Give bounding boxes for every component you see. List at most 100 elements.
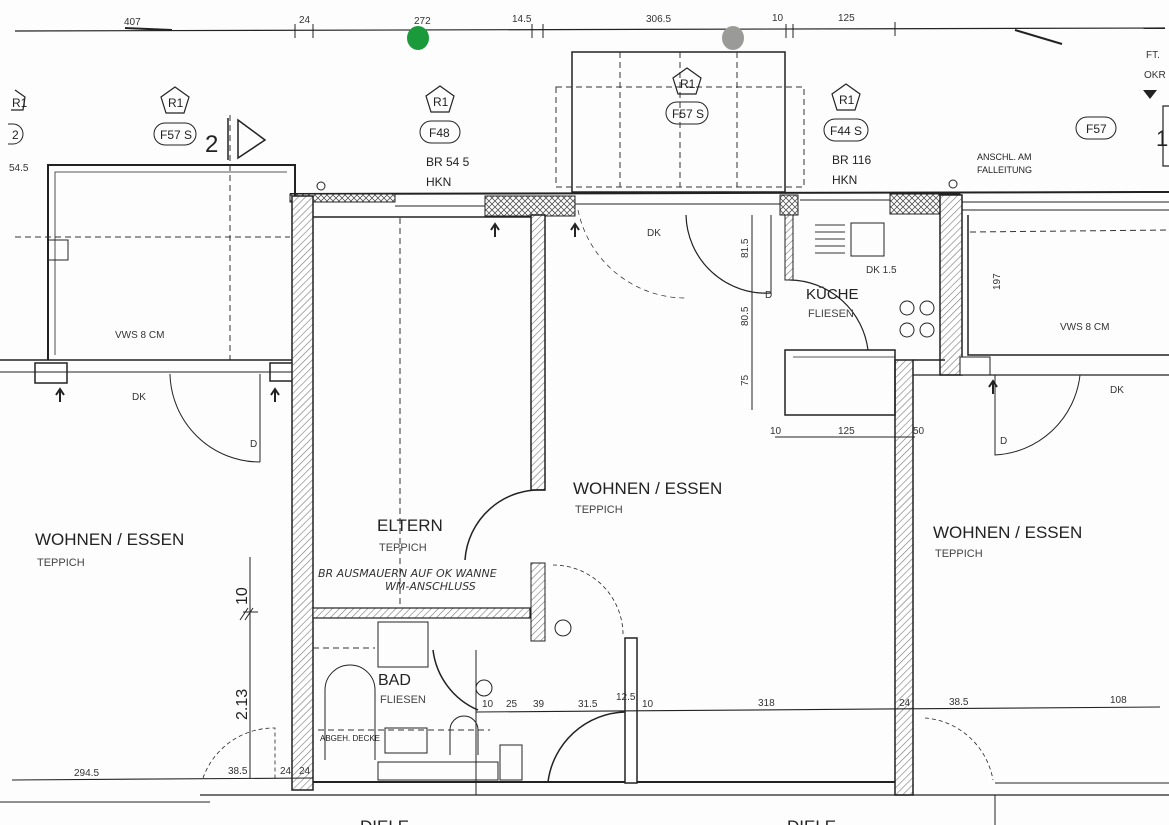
dim-label: 10 [642,699,654,710]
arrow-icon [55,387,65,402]
window-note: HKN [426,175,451,189]
sink-drainboard [815,224,845,254]
section-number: 2 [205,131,218,158]
bath-note: ABGEH. DECKE [320,734,380,743]
arrow-icon [270,387,280,402]
connection-note: FALLEITUNG [977,165,1032,175]
neighbour-room-right: VWS 8 CM DK D [913,215,1169,825]
dim-label: 54.5 [9,163,29,174]
bottom-dimension-chain: 10 25 39 31.5 12.5 10 318 24 38.5 108 [475,692,1161,713]
window-tag: R1 F57 S [665,67,709,125]
room-name-kitchen: KÜCHE [806,285,859,303]
room-floor-living-right: TEPPICH [935,548,983,560]
arrow-icon [570,222,580,237]
height-dimension: 10 2.13 [202,557,276,779]
neighbour-room-left: VWS 8 CM DK D [0,115,296,463]
insulation-note: VWS 8 CM [1060,322,1109,333]
dim-label: 318 [758,698,775,709]
top-dimension-line: 407 24 272 14.5 306.5 10 125 [14,13,1166,45]
window-type-label: DK [132,392,146,403]
toilet [449,715,479,755]
bathtub [324,664,376,760]
arrow-icon [988,379,998,394]
dim-label: 294.5 [74,768,99,779]
dim-label: 31.5 [578,699,598,710]
room-floor-living-left: TEPPICH [37,557,85,569]
window-tag-symbol: R1 [12,96,28,110]
handwritten-note: BR AUSMAUERN AUF OK WANNE [318,567,497,580]
room-name-bathroom: BAD [378,672,411,689]
window-tag: R1 F48 BR 54 5 HKN [419,85,470,189]
section-marker: 2 [205,118,267,160]
dim-label: 125 [838,13,855,24]
dim-label: 75 [740,374,751,386]
window-type-label: DK [647,228,661,239]
dim-label: 272 [414,16,431,27]
window-note: HKN [832,173,857,187]
room-name-hall: DIELE [787,817,836,825]
washbasin [384,727,428,754]
insulation-note: VWS 8 CM [115,330,164,341]
dim-label: 38.5 [949,697,969,708]
connection-note: ANSCHL. AM [977,152,1032,162]
dim-label: 407 [124,17,141,28]
room-floor-bathroom: FLIESEN [380,694,426,706]
room-name-bedroom: ELTERN [377,516,443,535]
dim-label: 14.5 [512,14,532,25]
dim-label: 10 [234,587,251,605]
dim-label: 2.13 [234,689,251,720]
dim-label: 197 [992,273,1003,290]
dim-label: 24 [299,766,311,777]
washing-machine-spot [377,621,429,668]
handwritten-note: WM-ANSCHLUSS [385,580,476,593]
dim-label: 10 [482,699,494,710]
drain-pipe-icon [316,181,326,191]
green-pin-marker [407,26,429,50]
gray-pin-marker [722,26,744,50]
window-type-label: DK [1110,385,1124,396]
stove-burners [899,300,935,338]
dim-label: 10 [772,13,784,24]
dim-label: 39 [533,699,545,710]
dim-label: 24 [280,766,292,777]
room-name-hall: DIELE [360,817,409,825]
window-tag: R1 F44 S BR 116 HKN [823,83,871,187]
dim-label: 38.5 [228,766,248,777]
dim-label: 10 [770,426,782,437]
dim-label: 80.5 [740,306,751,326]
room-floor-living-main: TEPPICH [575,504,623,516]
section-number: 1 [1156,126,1168,151]
window-tag: R1 2 [8,89,28,145]
dim-label: 50 [913,426,925,437]
dim-label: 12.5 [616,692,636,703]
dim-label: 25 [506,699,518,710]
apartment-walls: DK D [0,195,1169,803]
dim-label: 81.5 [740,238,751,258]
room-floor-kitchen: FLIESEN [808,308,854,320]
door-mark: D [250,439,257,450]
dim-label: 125 [838,426,855,437]
window-tag-symbol: R1 [168,96,184,110]
dim-label: DK 1.5 [866,265,897,276]
dim-label: 306.5 [646,14,671,25]
window-tag-label: F57 [1086,122,1107,136]
window-tag-symbol: R1 [680,77,696,91]
dim-label: 24 [899,698,911,709]
window-tag: R1 F57 S [153,86,197,146]
kitchen: KÜCHE FLIESEN 81.5 80.5 75 10 125 50 DK … [740,194,1003,438]
balcony-outline [555,51,805,193]
level-marker-text: FT. [1146,50,1160,61]
room-name-living-right: WOHNEN / ESSEN [933,523,1082,542]
dim-label: 108 [1110,695,1127,706]
sink-basin [850,222,885,257]
room-name-living-main: WOHNEN / ESSEN [573,479,722,498]
room-name-living-left: WOHNEN / ESSEN [35,530,184,549]
dim-label: 24 [299,15,311,26]
window-tag-label: 2 [12,128,19,142]
exterior-wall [289,191,1169,217]
window-tag-symbol: R1 [839,93,855,107]
window-note: BR 116 [832,153,871,167]
bottom-dimension-chain-low: 294.5 38.5 24 24 [11,766,314,781]
window-tag: F57 [1075,116,1117,140]
drain-pipe-icon [948,179,958,189]
